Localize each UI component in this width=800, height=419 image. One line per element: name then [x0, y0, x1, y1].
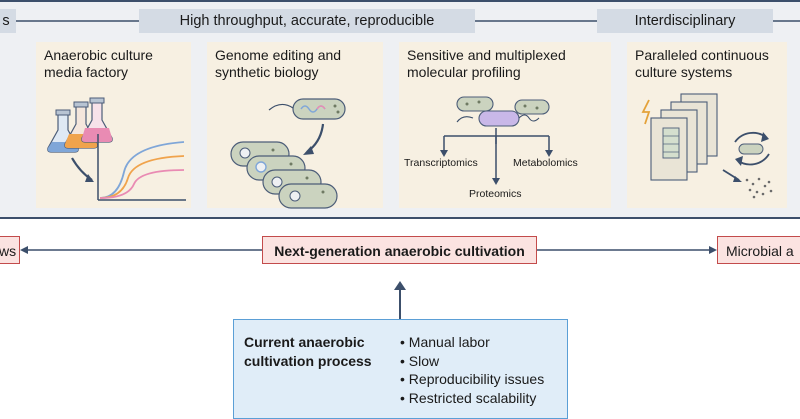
cycle-arrows-icon	[734, 131, 770, 166]
edited-bacterium-icon	[268, 98, 346, 120]
bacterium-icon	[514, 99, 550, 115]
current-process-issues: Manual labor Slow Reproducibility issues…	[400, 333, 544, 407]
list-item: Manual labor	[400, 333, 544, 352]
flask-pink-icon	[81, 97, 113, 143]
right-outcome-box: Microbial a	[717, 236, 800, 264]
right-pill: Interdisciplinary	[597, 9, 773, 33]
list-item: Restricted scalability	[400, 389, 544, 408]
center-pill: High throughput, accurate, reproducible	[139, 9, 475, 33]
next-gen-cultivation-box: Next-generation anaerobic cultivation	[262, 236, 537, 264]
label-transcriptomics: Transcriptomics	[404, 157, 478, 169]
left-pill: s	[0, 9, 16, 33]
top-rule	[0, 0, 800, 2]
profiling-illustration	[440, 96, 553, 185]
growth-curve-icon	[97, 134, 186, 201]
divider-rule	[0, 217, 800, 219]
up-arrow-icon	[394, 281, 406, 320]
flask-illustration	[47, 97, 186, 201]
power-icon	[641, 99, 651, 125]
bioreactor-illustration	[641, 93, 773, 199]
label-proteomics: Proteomics	[469, 188, 522, 200]
left-outcome-box: ws	[0, 236, 20, 264]
list-item: Slow	[400, 352, 544, 371]
arrow-icon	[306, 123, 325, 153]
list-item: Reproducibility issues	[400, 370, 544, 389]
middle-arrows	[20, 246, 717, 254]
bacteria-cluster-icon	[230, 141, 338, 209]
bacterium-purple-icon	[456, 110, 540, 127]
bacterium-icon	[456, 96, 494, 112]
label-metabolomics: Metabolomics	[513, 157, 578, 169]
bioreactor-stack-icon	[650, 93, 718, 181]
bacteria-illustration	[230, 98, 346, 209]
particles-icon	[745, 177, 773, 199]
